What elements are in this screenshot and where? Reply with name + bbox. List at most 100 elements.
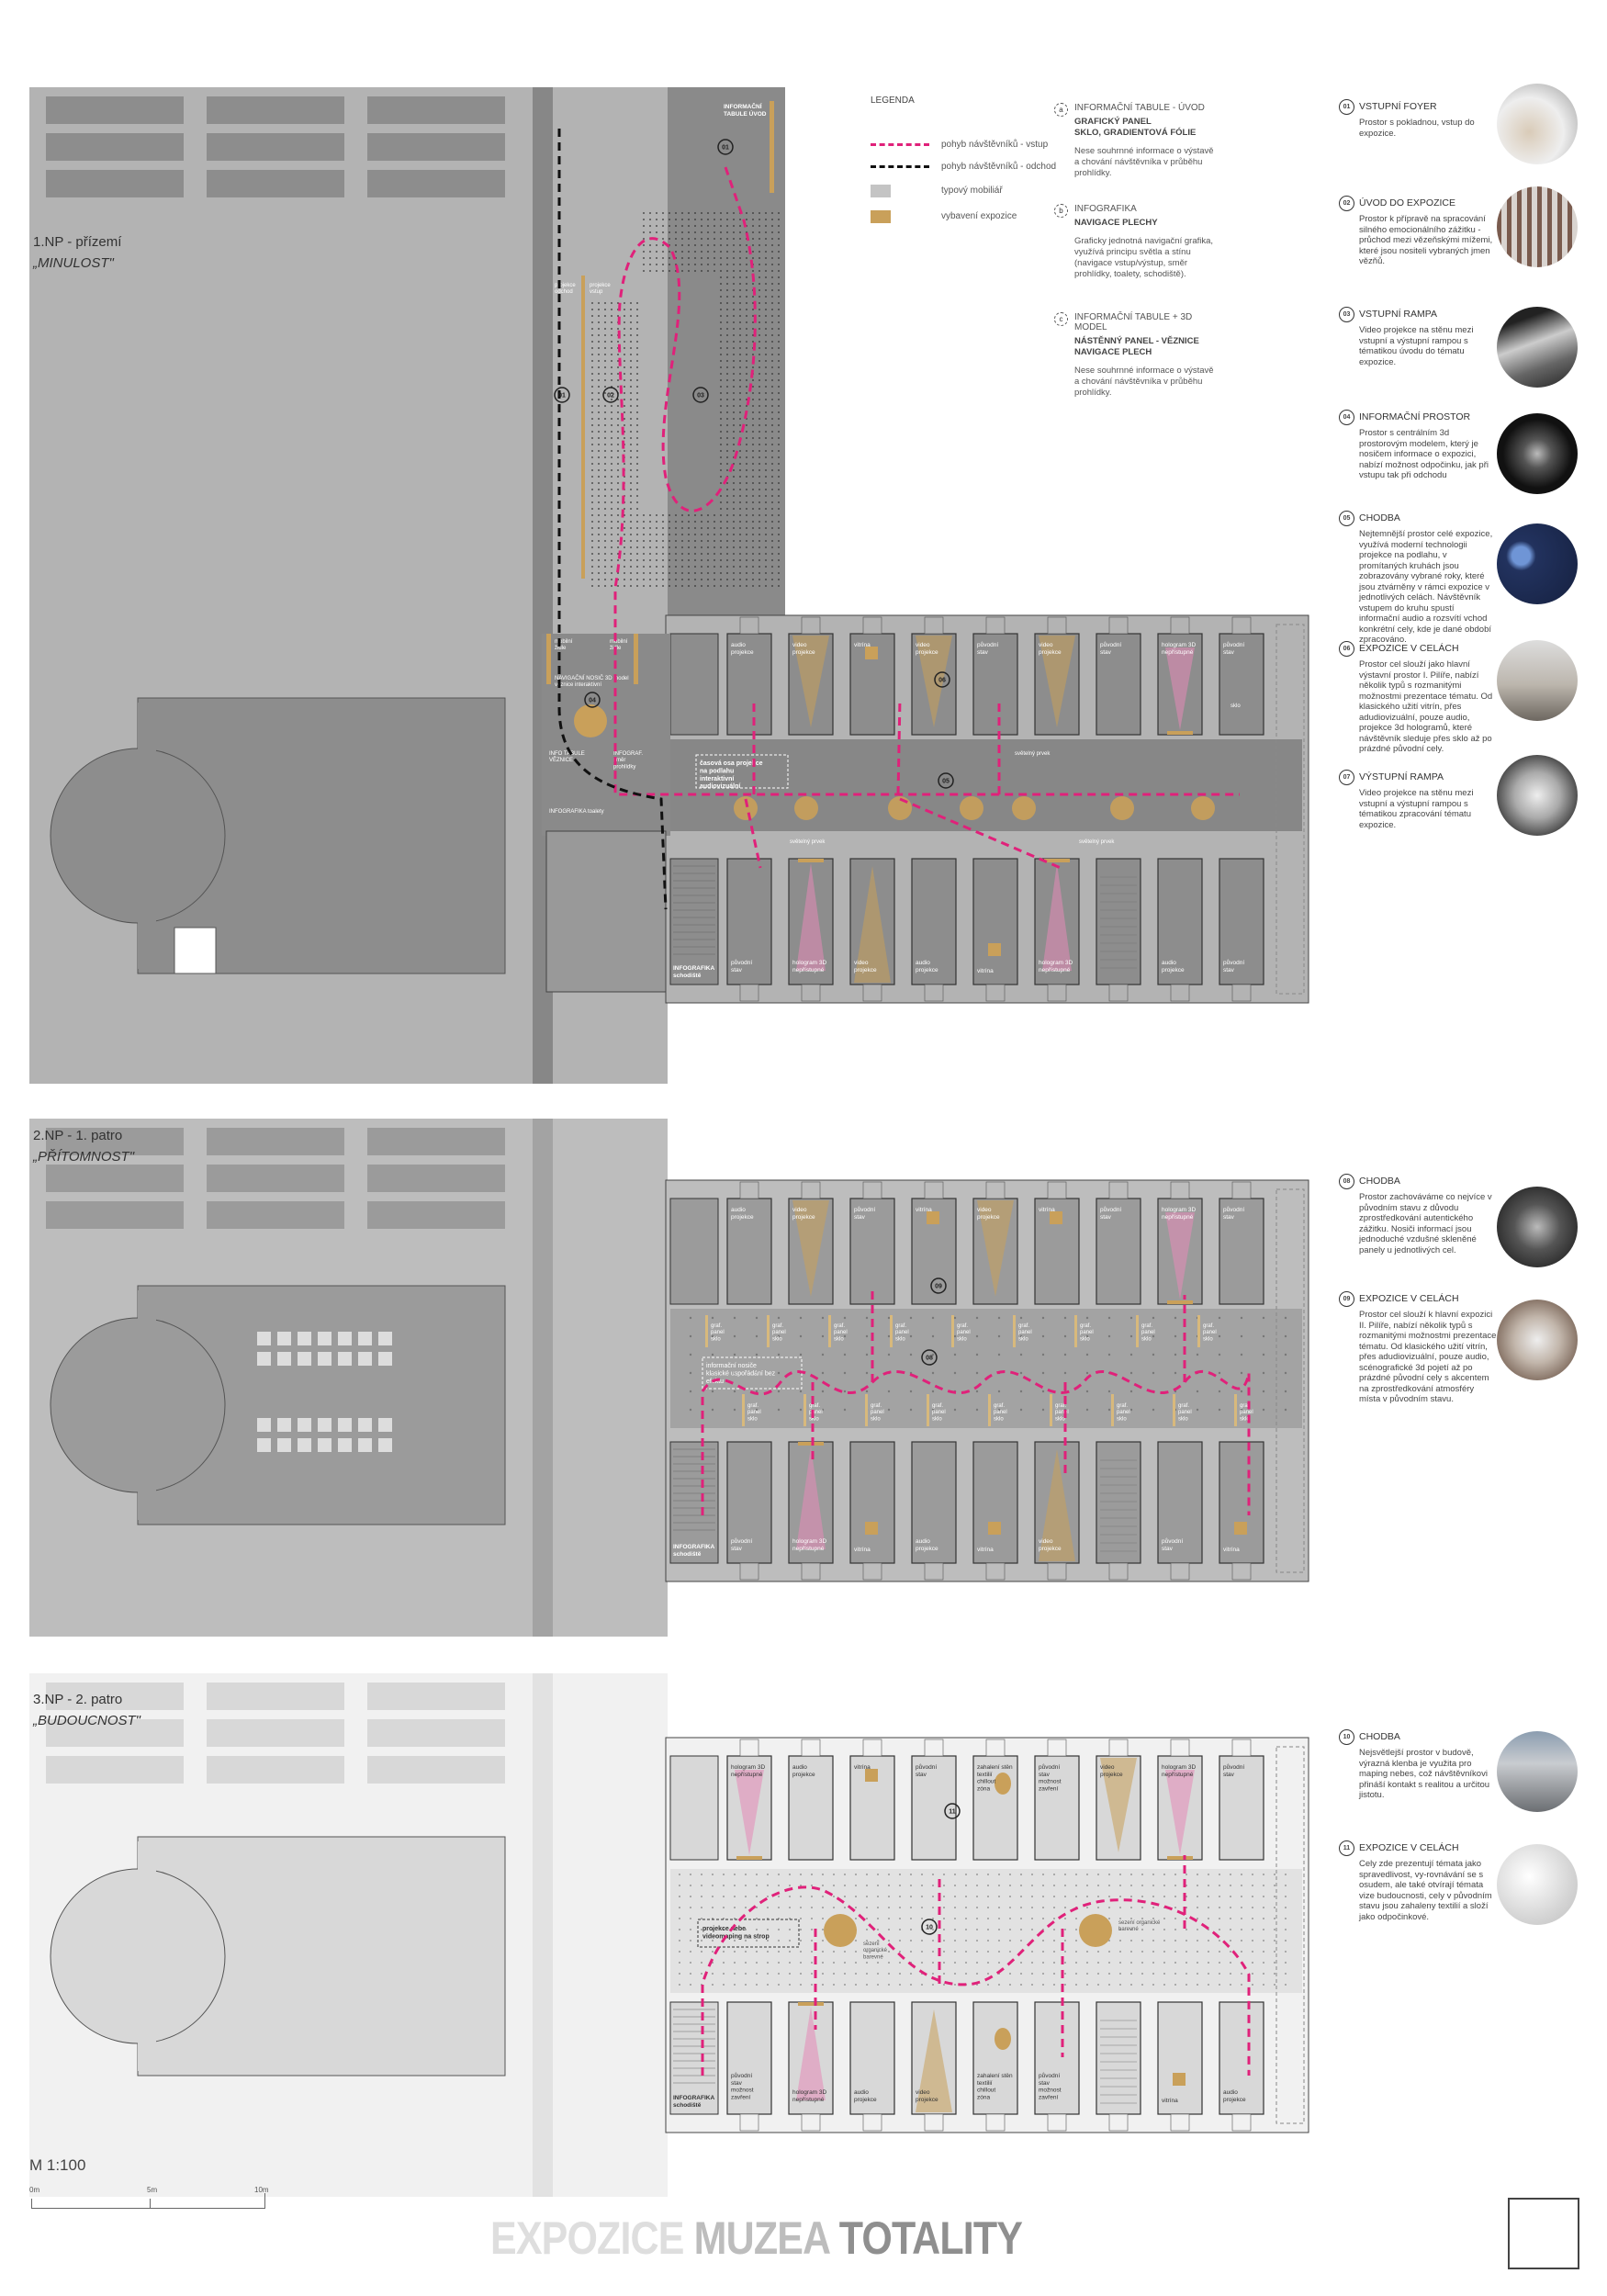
floor-projection-circle[interactable]	[794, 796, 818, 820]
cell[interactable]	[972, 1755, 1018, 1861]
room-number: 04	[589, 698, 596, 704]
cell[interactable]	[911, 1441, 957, 1564]
ramp-dot	[759, 270, 760, 272]
ramp-dot	[771, 289, 773, 291]
ramp-dot	[720, 514, 722, 516]
ramp-dot	[649, 534, 651, 535]
cell[interactable]	[726, 1441, 772, 1564]
cell[interactable]	[972, 858, 1018, 985]
organic-seating[interactable]	[824, 1914, 857, 1947]
floor-projection-circle[interactable]	[1110, 796, 1134, 820]
seat	[338, 1332, 352, 1345]
floor-dot	[734, 1874, 736, 1875]
cell[interactable]	[1219, 1198, 1264, 1305]
floor-dot	[690, 1896, 691, 1897]
cell[interactable]	[972, 633, 1018, 736]
floor-dot	[734, 1885, 736, 1886]
cell[interactable]	[1219, 1441, 1264, 1564]
ramp-dot	[681, 521, 683, 523]
cell[interactable]	[1034, 1755, 1080, 1861]
floor-projection-circle[interactable]	[734, 796, 758, 820]
3d-model-stand[interactable]	[574, 704, 607, 737]
ramp-dot	[752, 579, 754, 580]
cell[interactable]	[1219, 2001, 1264, 2115]
cell[interactable]	[972, 2001, 1018, 2115]
floor-dot	[1152, 1408, 1155, 1412]
organic-seating[interactable]	[1079, 1914, 1112, 1947]
ramp-dot	[765, 360, 767, 362]
ramp-dot	[726, 418, 728, 420]
ramp-dot	[707, 540, 709, 542]
floor-dot	[899, 1951, 901, 1953]
cell[interactable]	[911, 858, 957, 985]
cell[interactable]	[1096, 633, 1141, 736]
ramp-dot	[726, 572, 728, 574]
floor-dot	[1042, 1984, 1044, 1986]
ramp-dot	[765, 456, 767, 458]
floor-dot	[1053, 1940, 1055, 1941]
floor-dot	[821, 1408, 825, 1412]
floor-dot	[1130, 1973, 1132, 1975]
floor-dot	[1119, 1940, 1121, 1941]
ramp-dot	[726, 495, 728, 497]
ramp-dot	[771, 244, 773, 246]
ramp-dot	[630, 463, 632, 465]
cell[interactable]	[1096, 858, 1141, 985]
ramp-dot	[771, 463, 773, 465]
window	[862, 1181, 882, 1199]
visitor-route-out	[557, 129, 668, 910]
floor-dot	[733, 1334, 736, 1338]
ramp-dot	[739, 489, 741, 490]
cell[interactable]	[911, 1755, 957, 1861]
floor-dot	[811, 1874, 813, 1875]
cell[interactable]	[1096, 2001, 1141, 2115]
space-number-badge: 07	[1339, 770, 1354, 785]
seat	[298, 1418, 311, 1432]
cell[interactable]	[849, 1198, 895, 1305]
ramp-dot	[681, 540, 683, 542]
cell[interactable]	[1219, 1755, 1264, 1861]
cell[interactable]	[726, 858, 772, 985]
floor-dot	[712, 1874, 714, 1875]
floor-dot	[679, 1918, 680, 1919]
floor-projection-circle[interactable]	[960, 796, 983, 820]
cell[interactable]	[1157, 858, 1203, 985]
floor-dot	[1097, 1951, 1099, 1953]
cell[interactable]	[1157, 2001, 1203, 2115]
ramp-dot	[778, 418, 780, 420]
cell[interactable]	[726, 633, 772, 736]
cell[interactable]	[849, 1441, 895, 1564]
floor-dot	[1141, 1929, 1143, 1930]
cell[interactable]	[788, 1755, 834, 1861]
ramp-dot	[765, 399, 767, 400]
floor-dot	[965, 1907, 967, 1908]
ramp-dot	[746, 321, 747, 323]
cell[interactable]	[1157, 1441, 1203, 1564]
floor-projection-circle[interactable]	[1012, 796, 1036, 820]
display-case	[865, 647, 878, 659]
cell[interactable]	[726, 1198, 772, 1305]
floor-dot	[745, 1907, 747, 1908]
ramp-dot	[624, 411, 625, 413]
cell[interactable]	[972, 1441, 1018, 1564]
floor-dot	[1031, 1907, 1033, 1908]
floor-dot	[821, 1390, 825, 1393]
ramp-dot	[636, 482, 638, 484]
floor-dot	[931, 1371, 935, 1375]
floor-dot	[987, 1951, 989, 1953]
cell[interactable]	[1219, 858, 1264, 985]
ramp-dot	[714, 212, 715, 214]
ramp-dot	[759, 450, 760, 452]
cell[interactable]	[1219, 633, 1264, 736]
ramp-dot	[752, 212, 754, 214]
cell[interactable]	[1034, 2001, 1080, 2115]
cell[interactable]	[726, 2001, 772, 2115]
ramp-dot	[630, 579, 632, 580]
floor-projection-circle[interactable]	[1191, 796, 1215, 820]
seat	[378, 1438, 392, 1452]
cell[interactable]	[1096, 1198, 1141, 1305]
ramp-dot	[617, 585, 619, 587]
ramp-dot	[752, 270, 754, 272]
